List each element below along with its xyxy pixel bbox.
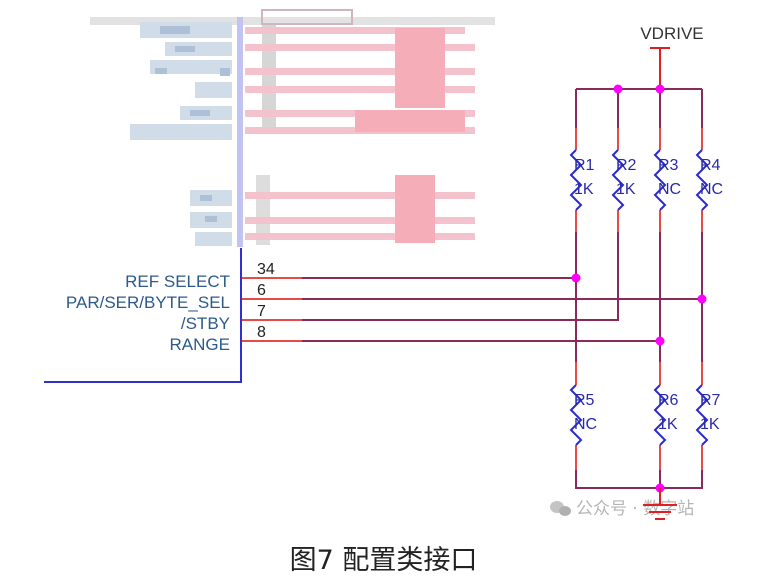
wire-stby	[302, 220, 619, 321]
ic-pin: PAR/SER/BYTE_SEL 6	[66, 282, 266, 312]
vdrive-power-symbol: VDRIVE	[640, 24, 704, 89]
junction-dot	[655, 336, 665, 346]
watermark-text: 公众号 · 数字站	[576, 499, 694, 519]
junction-dot	[613, 84, 623, 94]
pin-stubs	[242, 277, 302, 342]
ic-pins: REF SELECT 34 PAR/SER/BYTE_SEL 6 /STBY 7…	[66, 261, 275, 354]
pin-number: 34	[257, 261, 275, 278]
ground-icon	[643, 488, 677, 520]
ic-pin: REF SELECT 34	[125, 261, 275, 291]
resistor-symbol-icon	[569, 149, 583, 211]
resistor-ref: R7	[700, 392, 721, 409]
resistor-value: 1K	[700, 416, 720, 433]
resistor-value: 1K	[658, 416, 678, 433]
ic-outline	[44, 248, 242, 383]
resistor-symbol-icon	[611, 149, 625, 211]
ic-pin: RANGE 8	[170, 324, 266, 354]
resistor-ref: R2	[616, 157, 637, 174]
resistor-value: NC	[700, 181, 723, 198]
net-wires	[302, 88, 703, 489]
junction-dot	[697, 294, 707, 304]
resistor-symbol-icon	[695, 149, 709, 211]
vdrive-label: VDRIVE	[640, 24, 703, 43]
resistor-value: 1K	[616, 181, 636, 198]
resistor-leads	[575, 128, 703, 470]
resistor-value: 1K	[574, 181, 594, 198]
wire-ground-rail	[575, 455, 703, 489]
junction-dot	[571, 273, 581, 283]
ic-pin: /STBY 7	[181, 303, 266, 333]
wechat-icon	[550, 501, 571, 516]
blurred-region	[90, 9, 495, 247]
pin-label: /STBY	[181, 314, 230, 333]
resistor-ref: R5	[574, 392, 595, 409]
pin-number: 8	[257, 324, 266, 341]
resistor-symbol-icon	[653, 384, 667, 446]
resistor-value: NC	[658, 181, 681, 198]
pin-number: 6	[257, 282, 266, 299]
pin-label: PAR/SER/BYTE_SEL	[66, 293, 230, 312]
resistor-ref: R3	[658, 157, 679, 174]
resistor-symbol-icon	[653, 149, 667, 211]
resistor-value: NC	[574, 416, 597, 433]
resistor-ref: R4	[700, 157, 721, 174]
resistor-symbol-icon	[569, 384, 583, 446]
resistor-symbol-icon	[695, 384, 709, 446]
resistor-ref: R6	[658, 392, 679, 409]
pin-label: REF SELECT	[125, 272, 230, 291]
pin-number: 7	[257, 303, 266, 320]
junction-dot	[655, 84, 665, 94]
resistor-ref: R1	[574, 157, 595, 174]
figure-caption: 图7 配置类接口	[289, 545, 478, 576]
pin-label: RANGE	[170, 335, 230, 354]
watermark: 公众号 · 数字站	[550, 499, 694, 519]
